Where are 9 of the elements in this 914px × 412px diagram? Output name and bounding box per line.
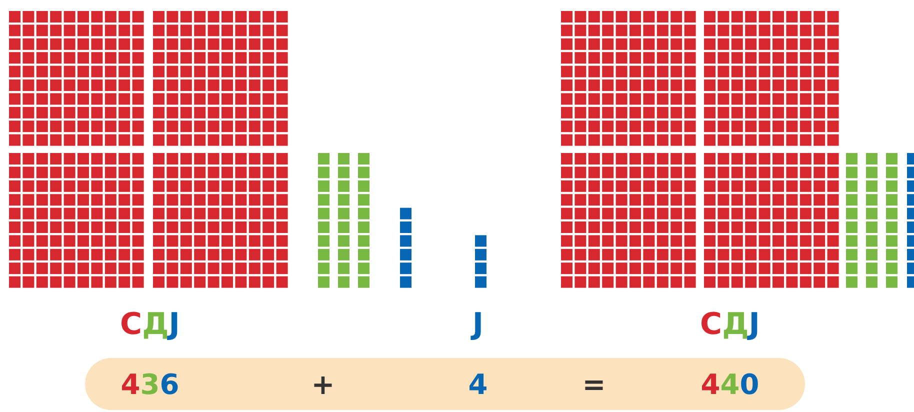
equation-band	[85, 358, 805, 410]
place-value-heading: Ј	[472, 310, 484, 340]
place-value-heading: СДЈ	[120, 310, 180, 340]
place-value-heading: СДЈ	[700, 310, 760, 340]
number: 4	[468, 371, 488, 399]
operator: =	[582, 371, 606, 399]
number: 436	[120, 371, 180, 399]
operator: +	[311, 371, 335, 399]
number: 440	[700, 371, 760, 399]
